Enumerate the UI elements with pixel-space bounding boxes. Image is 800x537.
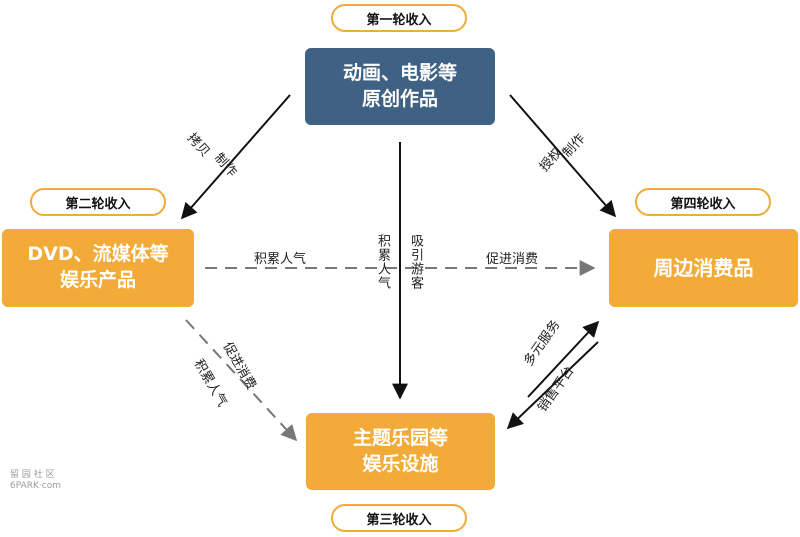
third-income-label: 第三轮收入 xyxy=(331,504,467,532)
first-income-label: 第一轮收入 xyxy=(331,4,467,32)
merchandise-label: 周边消费品 xyxy=(653,255,754,280)
dvd-streaming-line1: DVD、流媒体等 xyxy=(27,243,169,266)
dvd-streaming-node: DVD、流媒体等 娱乐产品 xyxy=(2,229,194,307)
watermark-line1: 留 园 社 区 xyxy=(10,470,55,480)
merchandise-node: 周边消费品 xyxy=(609,229,798,307)
edge-label-promote-consume-h: 促进消费 xyxy=(486,252,539,267)
edge-label-accumulate-pop-v: 积累人气 xyxy=(375,234,390,290)
theme-park-line2: 娱乐设施 xyxy=(362,452,439,475)
original-works-node: 动画、电影等 原创作品 xyxy=(305,48,495,125)
dashed-arrow-dvd-to-park xyxy=(185,319,298,442)
dvd-streaming-line2: 娱乐产品 xyxy=(59,269,136,291)
arrow-park-to-merch xyxy=(527,320,600,398)
fourth-income-label: 第四轮收入 xyxy=(635,188,771,216)
second-income-label: 第二轮收入 xyxy=(30,188,166,216)
original-works-line2: 原创作品 xyxy=(361,87,438,110)
watermark: 留 园 社 区 6PARK·com xyxy=(10,470,61,492)
edge-label-attract-visitors: 吸引游客 xyxy=(408,234,423,290)
original-works-line1: 动画、电影等 xyxy=(342,61,457,84)
arrow-original-to-dvd xyxy=(180,94,291,220)
arrow-original-to-merch xyxy=(509,94,617,218)
theme-park-node: 主题乐园等 娱乐设施 xyxy=(306,413,495,490)
edge-label-accumulate-pop-h: 积累人气 xyxy=(254,252,307,267)
watermark-line2: 6PARK·com xyxy=(10,480,61,491)
theme-park-line1: 主题乐园等 xyxy=(352,426,448,449)
arrow-merch-to-park xyxy=(506,341,599,430)
